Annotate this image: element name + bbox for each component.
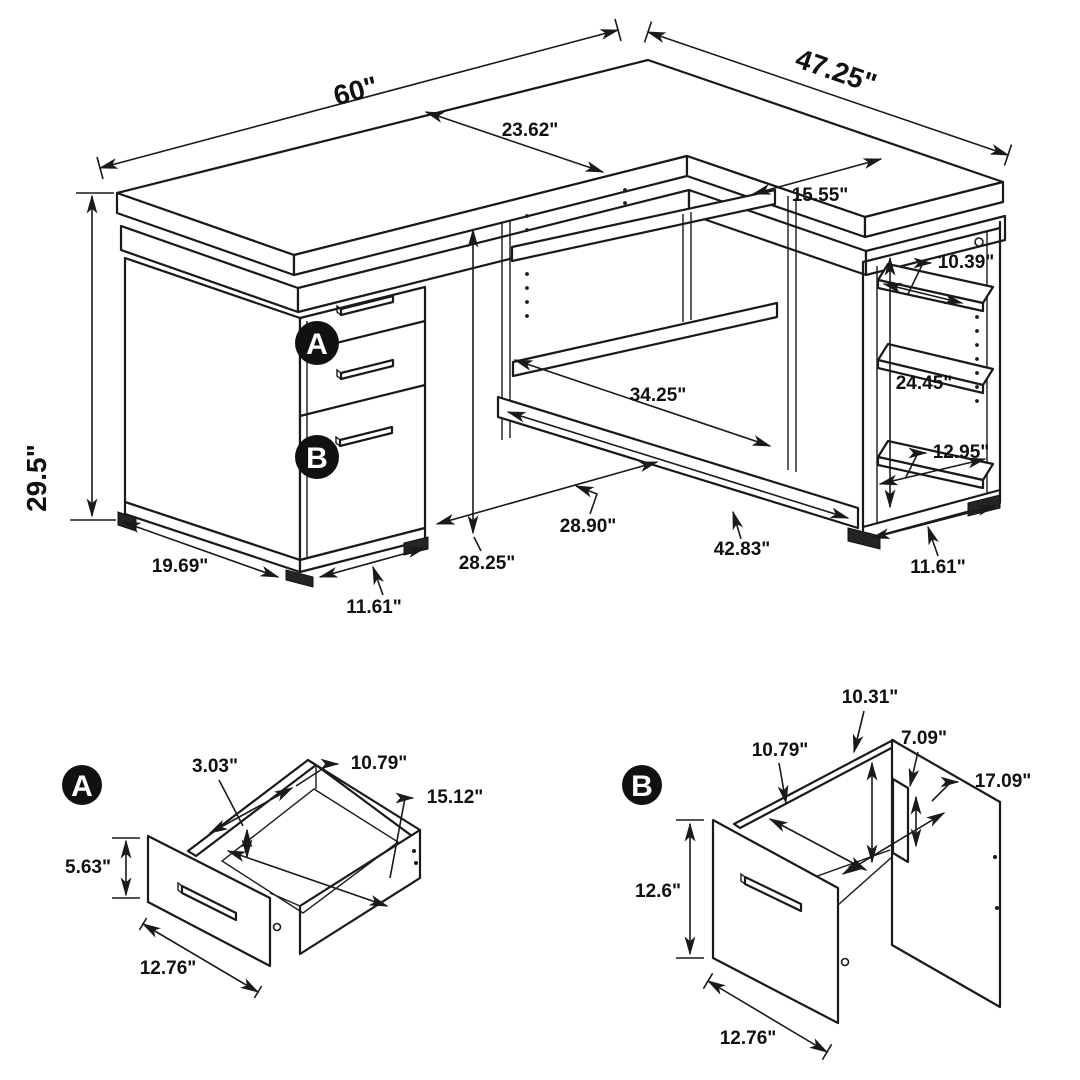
shelf-foot-left xyxy=(847,527,881,550)
dim-label-b-inner-depth: 10.79" xyxy=(752,740,809,761)
dim-label-desk-depth: 23.62" xyxy=(502,120,559,141)
dim-label-height: 29.5" xyxy=(21,444,52,512)
drawer-handle-icon xyxy=(335,294,395,448)
dim-label-shelf-top-depth: 10.39" xyxy=(938,252,995,273)
detail-view-a: A 3.03" 10.79" xyxy=(62,753,484,999)
dim-label-floor-front: 28.90" xyxy=(560,516,617,537)
pedestal-foot-front-left xyxy=(285,569,314,588)
cam-hole-icon xyxy=(272,922,282,932)
detail-a-badge-letter: A xyxy=(71,770,93,803)
dim-label-b-front-height: 12.6" xyxy=(635,881,681,902)
dim-shelf-bottom-depth: 12.95" xyxy=(878,442,990,486)
detail-view-b: B 10.31" 10.79" xyxy=(622,687,1032,1061)
dim-return-depth: 15.55" xyxy=(751,158,883,206)
drawer-b-badge-letter: B xyxy=(306,442,328,475)
dim-b-back-height: 10.31" xyxy=(842,687,899,864)
dim-pedestal-depth: 19.69" xyxy=(121,521,280,578)
dim-label-top-length: 60" xyxy=(330,70,381,111)
cam-hole-icon xyxy=(840,957,850,967)
dim-base-rail: 42.83" xyxy=(506,411,850,560)
dim-label-return-length: 47.25" xyxy=(792,43,881,99)
main-view: A B xyxy=(21,18,1013,618)
dim-a-inner-depth: 10.79" xyxy=(208,753,408,834)
dim-label-shelf-bottom-depth: 12.95" xyxy=(933,442,990,463)
dim-a-front-width: 12.76" xyxy=(138,917,263,999)
dim-label-a-front-width: 12.76" xyxy=(140,958,197,979)
detail-a-badge: A xyxy=(62,765,102,805)
detail-b-badge: B xyxy=(622,765,662,805)
dim-label-knee-clearance: 28.25" xyxy=(459,553,516,574)
dim-desk-depth: 23.62" xyxy=(424,111,605,173)
drawer-b-badge: B xyxy=(295,435,339,479)
dim-floor-front: 28.90" xyxy=(435,461,659,537)
dim-label-shelf-unit-width: 11.61" xyxy=(910,557,966,578)
dim-label-b-divider-height: 7.09" xyxy=(901,728,947,749)
grommet-hole-icon xyxy=(974,237,984,247)
shelf-pin-holes-icon xyxy=(525,188,627,318)
shelf-pin-holes-icon xyxy=(975,315,979,403)
drawer-a-badge: A xyxy=(295,321,339,365)
desk-top xyxy=(115,58,1007,314)
dim-label-pedestal-depth: 19.69" xyxy=(152,556,209,577)
dim-label-pedestal-width: 11.61" xyxy=(346,597,402,618)
dim-label-a-inner-height: 3.03" xyxy=(192,756,238,777)
detail-b-badge-letter: B xyxy=(631,770,653,803)
dim-shelf-top-depth: 10.39" xyxy=(882,252,995,305)
dim-a-inner-width: 15.12" xyxy=(226,787,484,907)
dim-label-open-width: 34.25" xyxy=(630,385,687,406)
dim-shelf-unit-width: 11.61" xyxy=(870,505,997,578)
dim-b-front-height: 12.6" xyxy=(635,819,704,959)
dim-b-inner-width: 17.09" xyxy=(841,771,1032,875)
dim-label-base-rail: 42.83" xyxy=(714,539,771,560)
dim-a-front-height: 5.63" xyxy=(65,837,140,899)
drawer-pedestal: A B xyxy=(117,256,429,588)
drawer-a-drawing xyxy=(146,758,422,968)
dim-height: 29.5" xyxy=(21,192,116,521)
dim-label-return-depth: 15.55" xyxy=(792,185,849,206)
drawer-a-badge-letter: A xyxy=(306,328,328,361)
dim-label-b-back-height: 10.31" xyxy=(842,687,899,708)
dim-b-front-width: 12.76" xyxy=(702,972,833,1061)
dim-label-a-inner-width: 15.12" xyxy=(427,787,484,808)
dim-label-b-inner-width: 17.09" xyxy=(975,771,1032,792)
dim-label-b-front-width: 12.76" xyxy=(720,1028,777,1049)
dim-label-a-front-height: 5.63" xyxy=(65,857,111,878)
dim-label-a-inner-depth: 10.79" xyxy=(351,753,408,774)
dim-pedestal-width: 11.61" xyxy=(318,547,427,618)
dim-label-shelf-mid-height: 24.45" xyxy=(896,373,953,394)
